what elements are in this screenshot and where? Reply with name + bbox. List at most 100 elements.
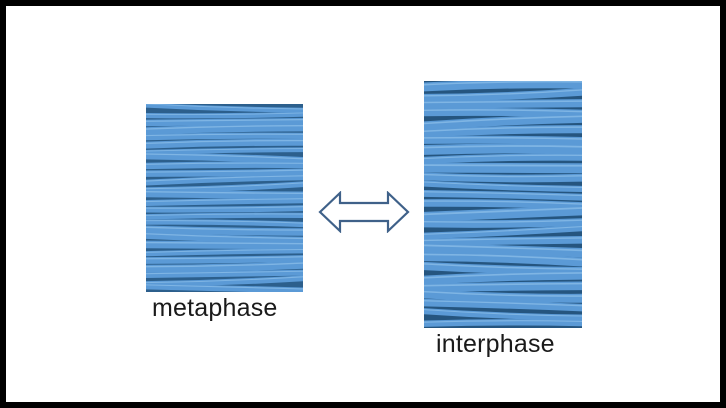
coil-band-highlight: [146, 139, 303, 145]
coil-band: [146, 205, 303, 213]
coil-band: [424, 243, 582, 258]
coil-band-highlight: [146, 198, 303, 203]
coil-band-highlight: [146, 213, 303, 216]
coil-band-highlight: [424, 100, 582, 104]
coil-band: [146, 269, 303, 279]
coil-band: [424, 180, 582, 193]
coil-band-highlight: [424, 282, 582, 287]
coil-band-highlight: [424, 309, 582, 317]
coil-band: [146, 231, 303, 244]
interphase-label: interphase: [436, 330, 555, 358]
coil-band: [146, 138, 303, 149]
metaphase-label: metaphase: [152, 294, 278, 322]
coil-band-highlight: [424, 164, 582, 167]
coil-band: [424, 125, 582, 138]
coil-band-highlight: [424, 290, 582, 297]
coil-band-highlight: [146, 148, 303, 152]
coil-band: [424, 252, 582, 267]
coil-band-highlight: [424, 300, 582, 307]
coil-band-highlight: [424, 253, 582, 261]
coil-band: [424, 135, 582, 145]
coil-band-highlight: [146, 284, 303, 290]
metaphase-coil-image: [146, 104, 303, 292]
coil-band-highlight: [146, 276, 303, 284]
coil-band-highlight: [146, 226, 303, 231]
coil-band: [146, 255, 303, 264]
coil-band: [146, 225, 303, 236]
coil-band-highlight: [424, 136, 582, 140]
coil-band-highlight: [146, 182, 303, 190]
slide: metaphase interphase: [6, 6, 720, 402]
coil-band-highlight: [424, 126, 582, 133]
coil-band: [424, 99, 582, 109]
coil-band: [424, 199, 582, 210]
coil-band-highlight: [424, 320, 582, 323]
coil-band: [424, 114, 582, 131]
double-headed-arrow-icon: [318, 191, 410, 233]
coil-band-highlight: [424, 81, 582, 86]
coil-band-highlight: [424, 263, 582, 270]
coil-band: [424, 270, 582, 285]
coil-band-highlight: [146, 241, 303, 245]
coil-band: [424, 236, 582, 247]
coil-band: [424, 281, 582, 293]
coil-band-highlight: [424, 154, 582, 160]
coil-band: [146, 219, 303, 228]
coil-band-highlight: [146, 119, 303, 122]
coil-band: [424, 319, 582, 327]
coil-band: [146, 104, 303, 113]
coil-band-highlight: [424, 145, 582, 149]
coil-band: [146, 161, 303, 170]
interphase-coil-image: [424, 81, 582, 328]
coil-band: [424, 153, 582, 164]
coil-band-highlight: [424, 225, 582, 235]
coil-band: [424, 172, 582, 183]
coil-band: [424, 224, 582, 240]
coil-band-highlight: [424, 272, 582, 279]
coil-band: [146, 189, 303, 199]
coil-band: [146, 197, 303, 207]
coil-band-highlight: [146, 206, 303, 209]
coil-band-highlight: [424, 109, 582, 113]
coil-band-highlight: [146, 233, 303, 240]
coil-band-highlight: [146, 191, 303, 195]
coil-band-highlight: [146, 249, 303, 253]
coil-band: [424, 308, 582, 321]
coil-band-highlight: [424, 200, 582, 205]
coil-band-highlight: [146, 169, 303, 173]
coil-band: [146, 174, 303, 186]
coil-band-highlight: [146, 256, 303, 260]
coil-band-highlight: [146, 270, 303, 275]
coil-band: [424, 289, 582, 303]
coil-band: [146, 168, 303, 177]
coil-band-highlight: [424, 173, 582, 178]
coil-band: [146, 123, 303, 135]
coil-band-highlight: [146, 162, 303, 165]
coil-band: [146, 283, 303, 292]
coil-band-highlight: [424, 207, 582, 216]
coil-band-highlight: [146, 133, 303, 137]
coil-band-highlight: [424, 237, 582, 242]
coil-band: [146, 132, 303, 141]
coil-band: [146, 152, 303, 165]
coil-band: [424, 143, 582, 155]
coil-band: [146, 248, 303, 257]
coil-band-highlight: [424, 219, 582, 223]
coil-band: [146, 212, 303, 220]
coil-band: [424, 162, 582, 174]
coil-band: [146, 147, 303, 155]
coil-band: [146, 181, 303, 194]
coil-band: [146, 111, 303, 119]
coil-band-highlight: [146, 153, 303, 160]
coil-band: [424, 298, 582, 312]
coil-band-highlight: [146, 112, 303, 116]
coil-band-highlight: [424, 89, 582, 97]
coil-band-highlight: [146, 220, 303, 224]
coil-band-highlight: [146, 175, 303, 182]
coil-band: [424, 190, 582, 201]
coil-band-highlight: [146, 104, 303, 110]
coil-band: [146, 117, 303, 127]
coil-band: [424, 205, 582, 222]
coil-band-highlight: [424, 191, 582, 197]
coil-band: [424, 88, 582, 102]
